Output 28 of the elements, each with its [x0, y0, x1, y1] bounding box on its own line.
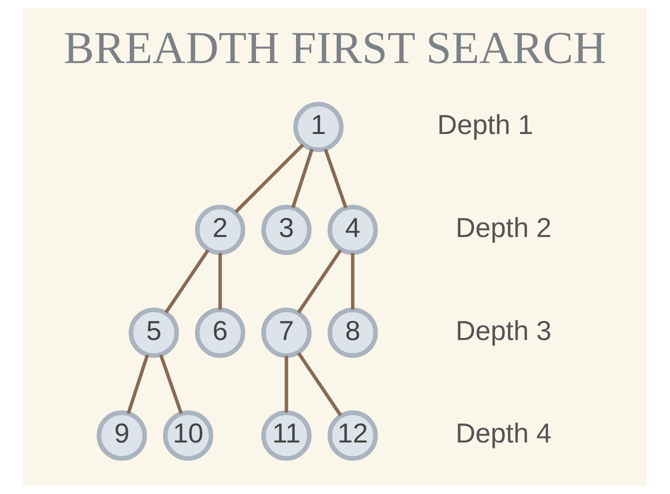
label: Depth 2	[456, 212, 552, 243]
node-circle: 1	[293, 102, 344, 152]
node-circle: 5	[128, 308, 179, 358]
connector	[126, 354, 150, 414]
connector	[297, 249, 342, 314]
connector	[218, 253, 222, 310]
connector	[291, 148, 314, 208]
label: Depth 1	[437, 109, 534, 140]
label: Depth 4	[456, 418, 552, 449]
node-circle: 9	[96, 410, 147, 461]
node-circle: 10	[163, 410, 214, 461]
connector	[164, 249, 210, 314]
connector	[284, 356, 288, 412]
connector	[351, 253, 354, 310]
label: Depth 3	[456, 314, 552, 346]
node-circle: 11	[261, 410, 312, 461]
node-circle: 7	[261, 308, 312, 358]
node-circle: 2	[195, 204, 246, 255]
node-circle: 8	[328, 308, 378, 358]
node-circle: 3	[261, 204, 312, 255]
node-circle: 4	[328, 204, 378, 255]
diagram-title: BREADTH FIRST SEARCH	[64, 22, 606, 73]
connector	[234, 143, 304, 214]
node-circle: 6	[195, 308, 246, 358]
connector	[324, 148, 348, 208]
node-circle: 12	[328, 410, 378, 461]
connector	[297, 352, 342, 416]
connector	[159, 354, 183, 414]
